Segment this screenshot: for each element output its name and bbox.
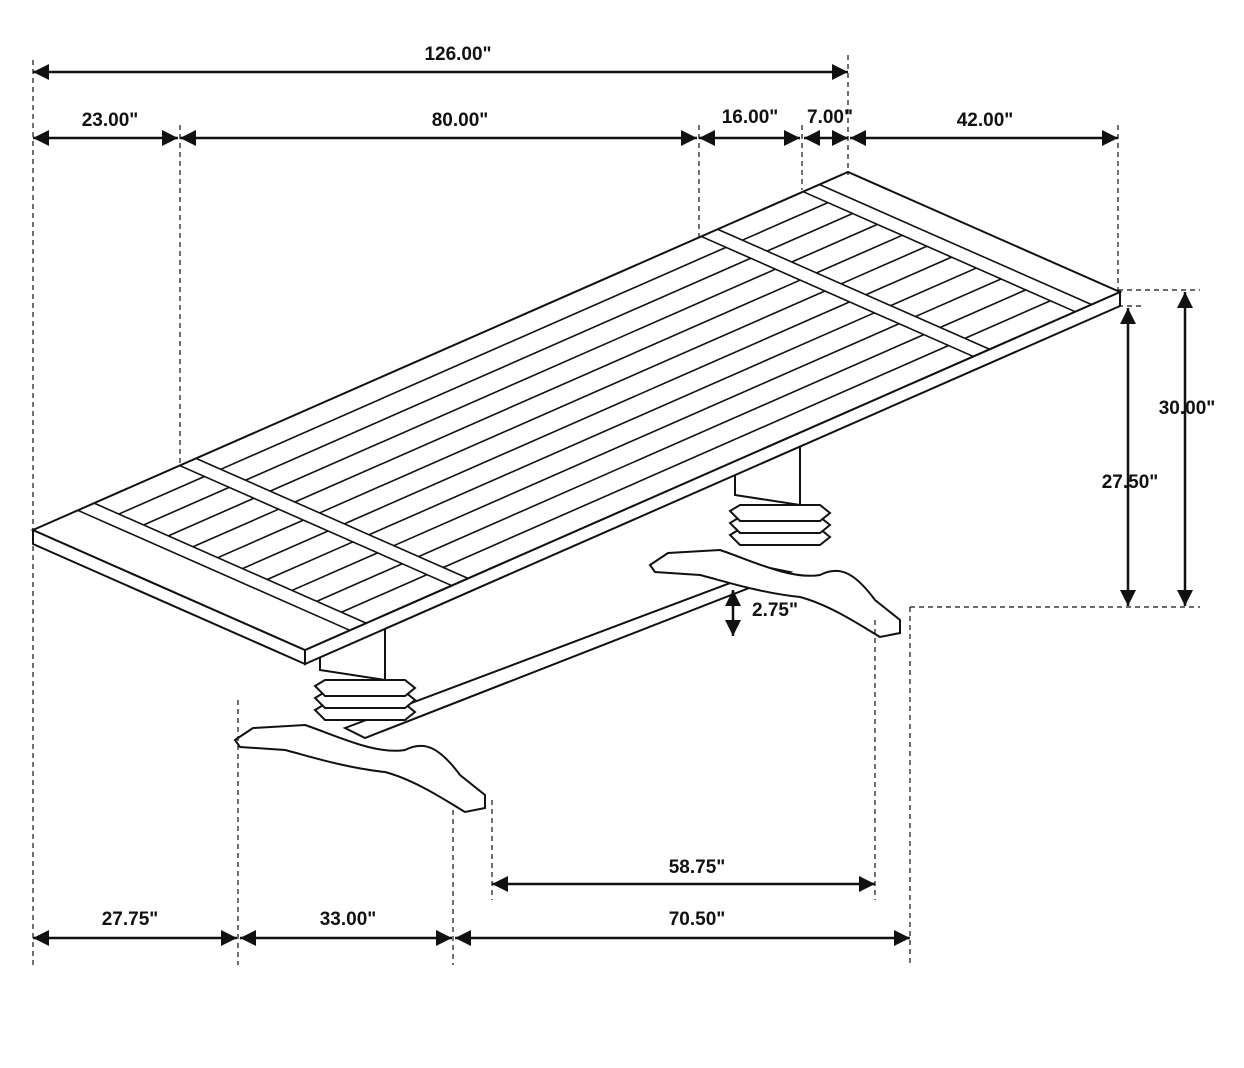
plank-line (840, 245, 928, 285)
dim-stretcher-clearance: 2.75" (752, 600, 798, 621)
dim-inner-base-span: 58.75" (669, 857, 726, 878)
plank-line (442, 344, 949, 569)
plank-line (316, 563, 403, 603)
pedestal-foot (648, 548, 901, 639)
plank-line (220, 246, 727, 471)
plank-line (294, 279, 801, 503)
plank-line (291, 552, 378, 592)
plank-line (791, 223, 878, 263)
dim-breadboard: 7.00" (807, 107, 853, 128)
plank-line (816, 234, 903, 274)
pedestal-foot (233, 723, 486, 814)
pedestal-ring (728, 504, 832, 522)
breadboard-line (700, 235, 974, 358)
plank-line (890, 267, 977, 307)
breadboard-line (819, 183, 1092, 306)
breadboard-line (195, 457, 469, 580)
plank-line (865, 256, 952, 296)
pedestal-ring (313, 679, 417, 697)
dim-outer-base-span: 70.50" (669, 909, 726, 930)
plank-line (217, 519, 304, 559)
plank-line (915, 278, 1002, 318)
plank-line (766, 212, 853, 252)
breadboard-line (802, 190, 1076, 313)
stretcher (342, 566, 794, 740)
dim-right-end: 42.00" (957, 110, 1014, 131)
plank-line (266, 541, 354, 581)
table-top (30, 170, 1123, 652)
plank-line (368, 312, 875, 536)
breadboard-line (717, 228, 990, 351)
dim-overall-length: 126.00" (424, 44, 491, 65)
table-illustration (30, 170, 1123, 814)
plank-line (143, 486, 230, 526)
breadboard-line (179, 464, 453, 587)
dim-overall-height: 30.00" (1159, 398, 1216, 419)
plank-line (118, 475, 205, 515)
dimension-lines (32, 55, 1200, 965)
dim-apron-height: 27.50" (1102, 472, 1159, 493)
plank-line (418, 333, 925, 558)
dim-left-offset: 27.75" (102, 909, 159, 930)
dim-base-depth: 33.00" (320, 909, 377, 930)
plank-line (242, 530, 329, 570)
plank-line (319, 290, 826, 514)
plank-line (939, 289, 1027, 329)
dim-center-top: 80.00" (432, 110, 489, 131)
breadboard-line (93, 502, 367, 624)
plank-line (167, 497, 255, 537)
plank-line (269, 268, 776, 492)
plank-line (964, 300, 1051, 340)
breadboard-line (77, 509, 351, 632)
plank-line (192, 508, 279, 548)
plank-line (341, 573, 428, 613)
dim-right-leaf-inner: 16.00" (722, 107, 779, 128)
plank-line (344, 301, 850, 525)
dim-left-leaf: 23.00" (82, 110, 139, 131)
plank-line (742, 201, 829, 241)
plank-line (245, 257, 752, 481)
plank-line (393, 322, 900, 547)
